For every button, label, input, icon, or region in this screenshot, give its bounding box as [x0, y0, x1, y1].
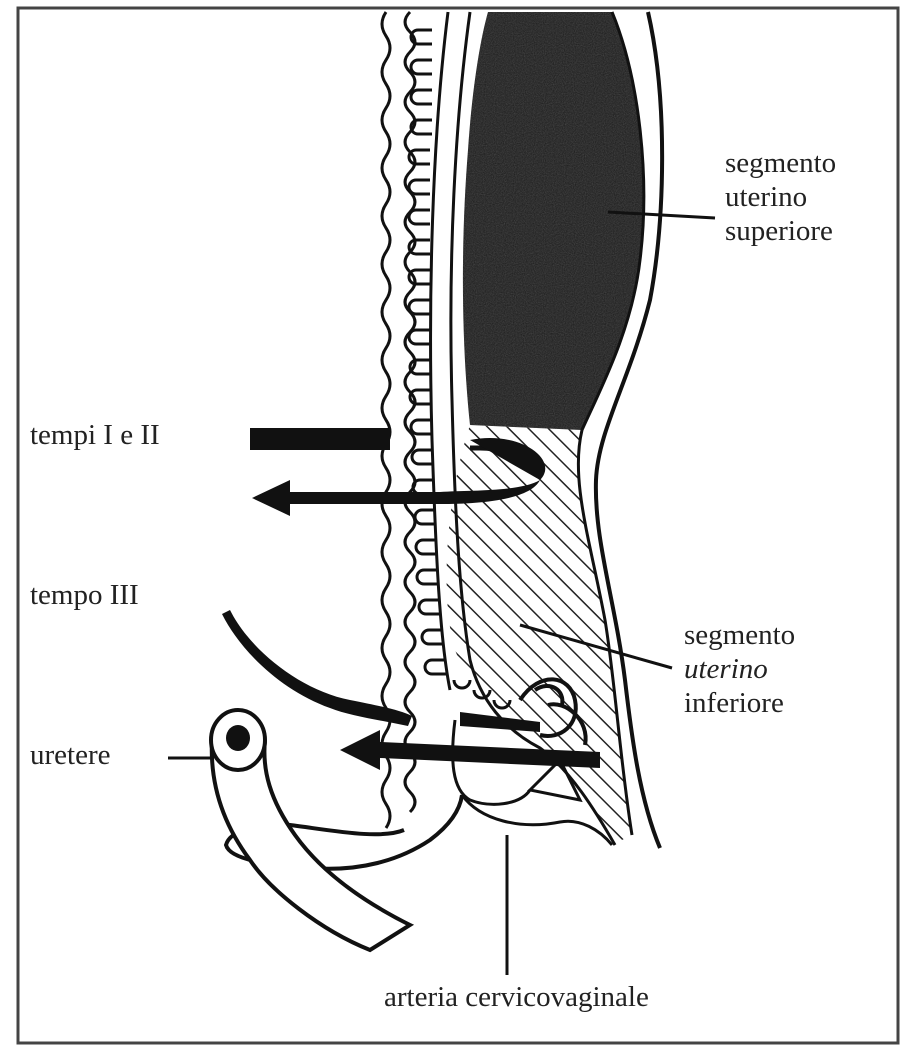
label-upper-segment-line-1: segmento [725, 146, 836, 180]
label-step-3: tempo III [30, 578, 139, 612]
label-lower-segment-line-1: segmento [684, 618, 795, 652]
label-steps-1-2: tempi I e II [30, 418, 160, 452]
label-upper-segment-line-3: superiore [725, 214, 836, 248]
label-lower-segment-line-3: inferiore [684, 686, 795, 720]
label-upper-segment: segmento uterino superiore [725, 146, 836, 248]
label-lower-segment-line-2: uterino [684, 652, 795, 686]
label-artery: arteria cervicovaginale [384, 980, 649, 1014]
label-lower-segment: segmento uterino inferiore [684, 618, 795, 720]
label-upper-segment-line-2: uterino [725, 180, 836, 214]
label-ureter: uretere [30, 738, 111, 772]
